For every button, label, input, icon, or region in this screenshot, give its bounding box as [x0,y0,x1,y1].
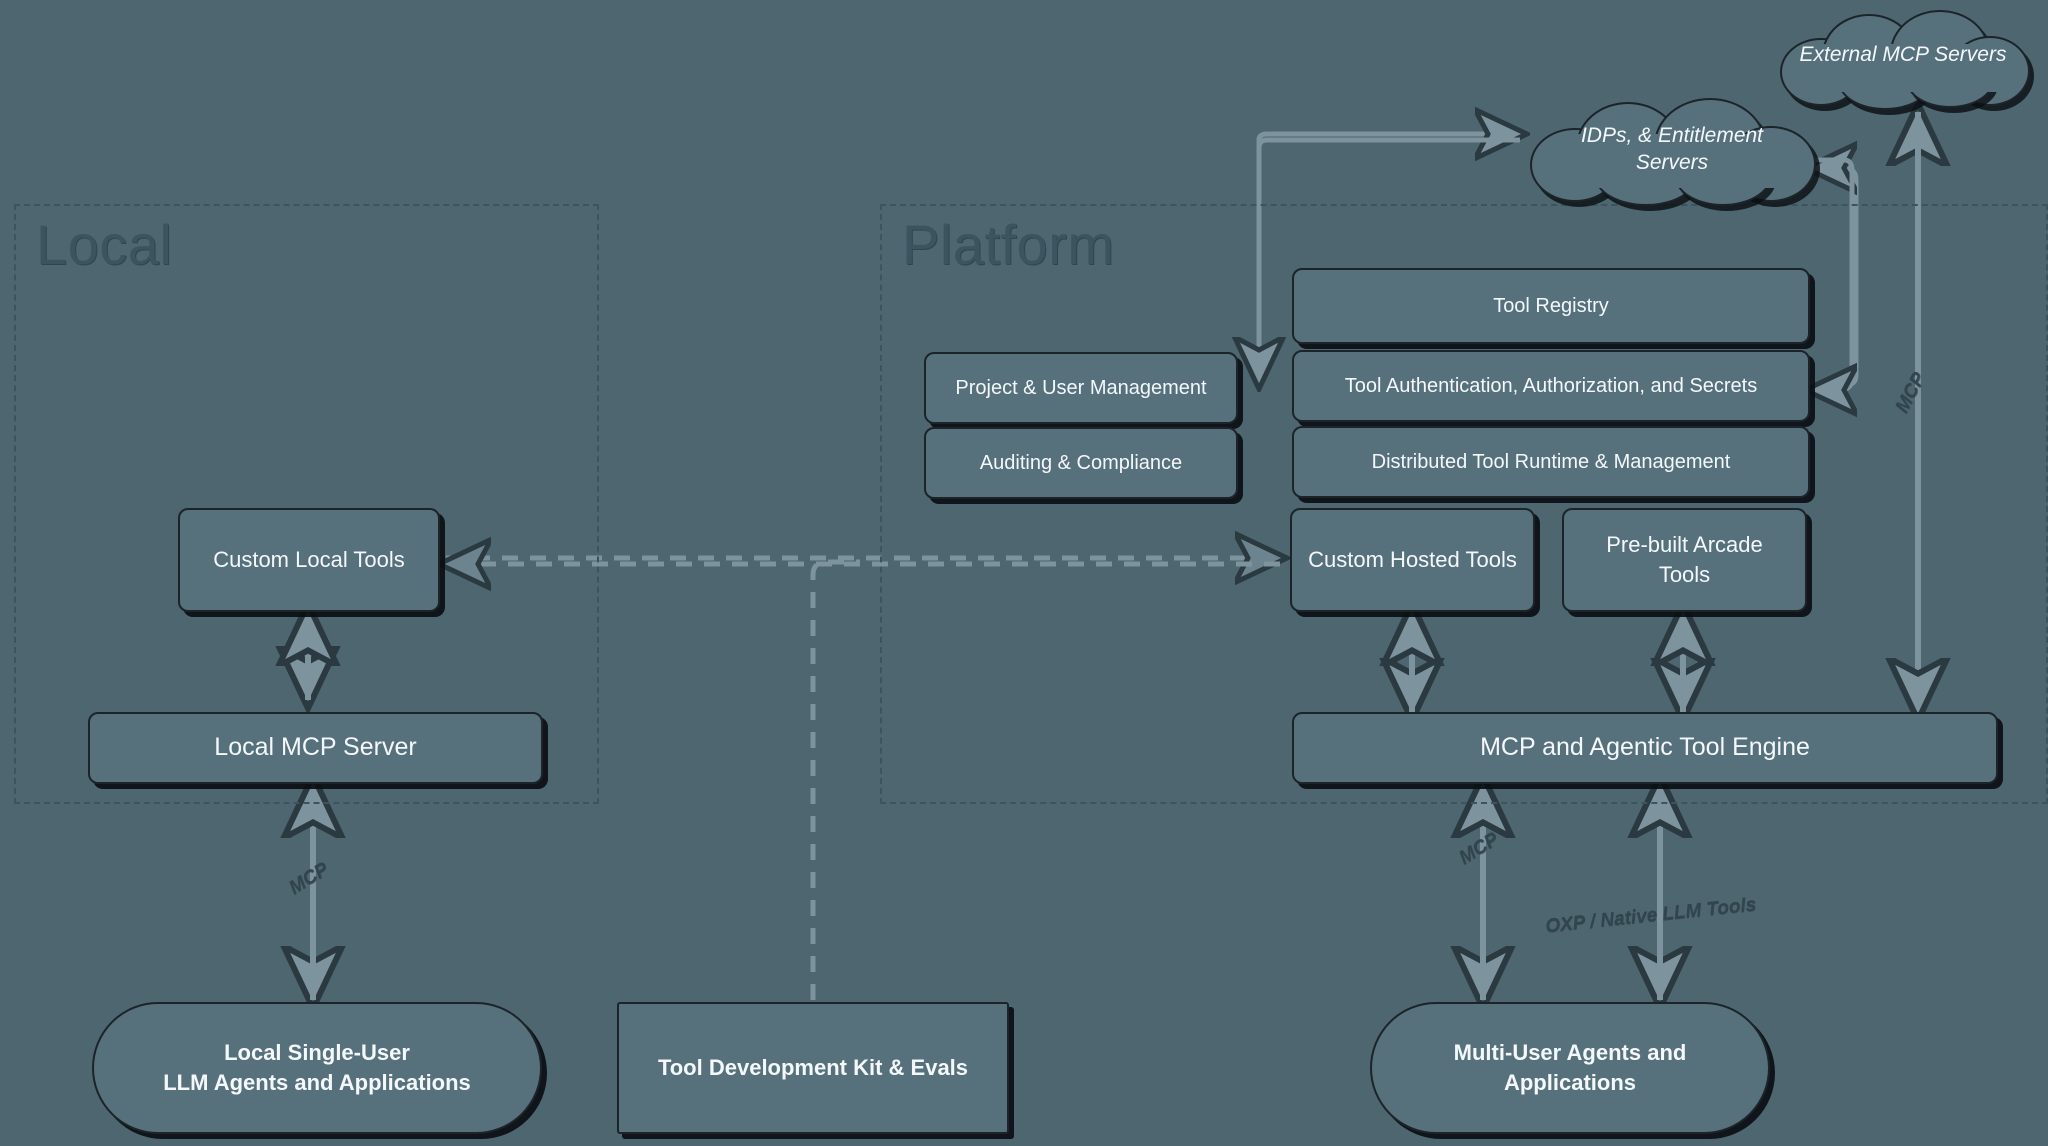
node-custom-local-tools[interactable]: Custom Local Tools [178,508,440,612]
cloud-label-line2: Servers [1635,151,1709,174]
node-label: Pre-built Arcade Tools [1606,532,1763,587]
node-project-user-management[interactable]: Project & User Management [924,352,1238,424]
cloud-label: External MCP Servers [1799,43,2007,67]
node-label-line1: Local Single-User [224,1040,410,1066]
node-label: MCP and Agentic Tool Engine [1480,733,1810,762]
cloud-label-line1: IDPs, & Entitlement [1580,123,1764,147]
node-auditing-compliance[interactable]: Auditing & Compliance [924,427,1238,499]
node-label-line2: Applications [1503,1070,1636,1095]
node-multi-user-agents[interactable]: Multi-User Agents and Applications [1370,1002,1770,1134]
node-local-mcp-server[interactable]: Local MCP Server [88,712,543,784]
zone-local [14,204,599,804]
node-local-single-user-agents[interactable]: Local Single-User LLM Agents and Applica… [92,1002,542,1134]
cloud-idps-entitlement-servers[interactable]: IDPs, & Entitlement Servers [1528,96,1816,206]
node-tool-development-kit-evals[interactable]: Tool Development Kit & Evals [617,1002,1009,1134]
node-label: Tool Registry [1493,294,1609,317]
node-tool-authentication-authorization-secrets[interactable]: Tool Authentication, Authorization, and … [1292,350,1810,422]
cloud-core [1566,134,1780,188]
node-label: Local MCP Server [214,733,417,762]
node-label: Custom Local Tools [213,547,405,573]
cloud-core [1812,44,1998,92]
zone-local-title: Local [36,213,173,276]
node-mcp-and-agentic-tool-engine[interactable]: MCP and Agentic Tool Engine [1292,712,1998,784]
node-label: Local Single-User LLM Agents and Applica… [149,1038,485,1097]
node-label: Tool Development Kit & Evals [657,1055,969,1081]
node-label: Project & User Management [955,376,1207,399]
node-label: Custom Hosted Tools [1308,547,1517,573]
node-prebuilt-arcade-tools[interactable]: Pre-built Arcade Tools [1562,508,1807,612]
node-label: Multi-User Agents and Applications [1440,1038,1701,1097]
node-label-line2: LLM Agents and Applications [163,1070,471,1095]
zone-platform [880,204,2048,804]
node-custom-hosted-tools[interactable]: Custom Hosted Tools [1290,508,1535,612]
node-label: Tool Authentication, Authorization, and … [1344,374,1758,397]
node-tool-registry[interactable]: Tool Registry [1292,268,1810,344]
node-label-line1: Multi-User Agents and [1453,1040,1687,1066]
cloud-external-mcp-servers[interactable]: External MCP Servers [1778,8,2030,110]
node-label: Auditing & Compliance [979,451,1183,474]
cloud-label: IDPs, & Entitlement Servers [1581,122,1763,177]
zone-platform-title: Platform [902,213,1115,276]
node-distributed-tool-runtime-management[interactable]: Distributed Tool Runtime & Management [1292,426,1810,498]
node-label: Distributed Tool Runtime & Management [1371,450,1731,473]
